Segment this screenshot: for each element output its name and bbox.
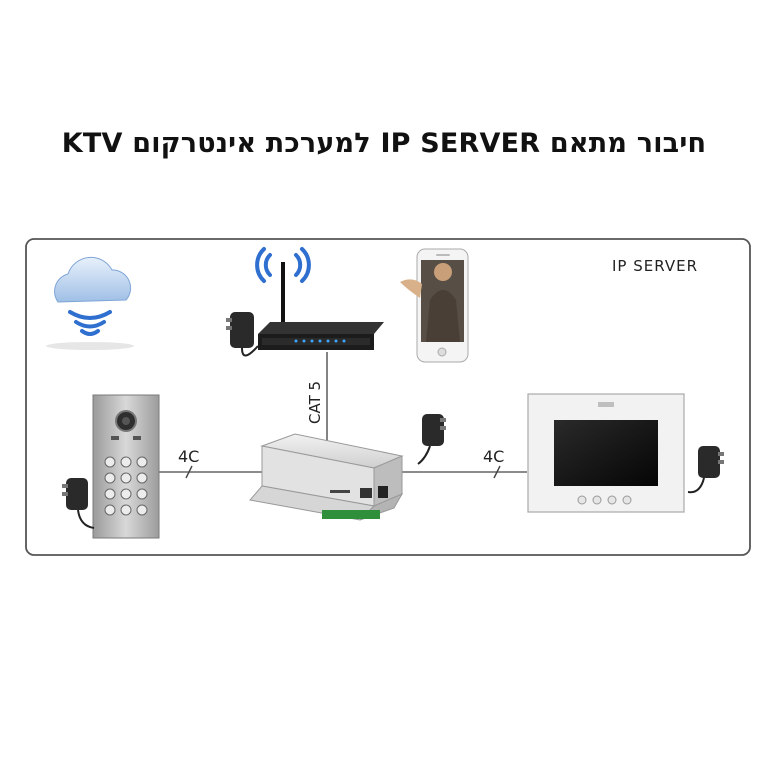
cable-slash-marks xyxy=(185,465,501,479)
power-adapter-icon xyxy=(62,478,95,529)
frame-label: IP SERVER xyxy=(612,257,698,275)
video-monitor xyxy=(527,393,685,513)
wifi-router xyxy=(255,247,384,350)
terminal-block xyxy=(322,510,380,519)
label-4c-left: 4C xyxy=(178,447,199,466)
smartphone xyxy=(400,248,469,363)
rj45-port xyxy=(360,486,388,498)
slash-monitor-line xyxy=(493,465,501,479)
door-panel xyxy=(92,394,160,539)
slash-panel-line xyxy=(185,465,193,479)
connection-lines xyxy=(158,352,527,473)
ip-server-box xyxy=(249,433,404,521)
power-adapter-icon xyxy=(417,414,446,465)
power-adapter-icon xyxy=(226,312,259,357)
power-adapter-icon xyxy=(687,446,724,494)
handset-hand-icon xyxy=(400,279,422,298)
label-cat5: CAT 5 xyxy=(306,381,324,424)
wifi-signal-icon xyxy=(255,247,311,283)
monitor-buttons xyxy=(577,495,632,505)
keypad xyxy=(104,456,148,516)
page-title: חיבור מתאם IP SERVER למערכת אינטרקום KTV xyxy=(61,128,707,159)
cloud-icon xyxy=(46,256,134,350)
label-4c-right: 4C xyxy=(483,447,504,466)
